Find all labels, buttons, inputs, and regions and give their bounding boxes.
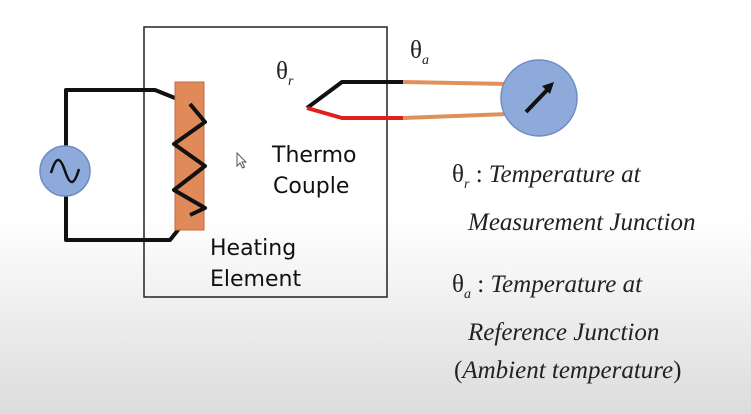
ac-source — [39, 145, 91, 197]
theta-r-symbol: θ — [276, 58, 288, 85]
thermocouple-wire-red — [306, 106, 403, 120]
legend-theta-a-line2: Reference Junction — [452, 314, 681, 352]
mouse-pointer-icon — [236, 152, 248, 169]
legend-theta-a-desc3: Ambient temperature — [462, 357, 674, 384]
source-wire-bottom — [64, 192, 192, 242]
heater-coil — [172, 102, 207, 217]
legend-theta-r-symbol: θr — [452, 161, 470, 192]
legend-theta-r: θr : Temperature at Measurement Junction — [452, 156, 695, 242]
heating-element — [172, 81, 207, 231]
source-wire-top — [64, 88, 191, 150]
legend-theta-a: θa : Temperature at Reference Junction (… — [452, 266, 681, 390]
legend-theta-r-desc1: Temperature at — [488, 161, 641, 188]
enclosure-box — [143, 26, 388, 298]
heating-element-label: Heating Element — [210, 233, 301, 295]
thermocouple-label: Thermo Couple — [272, 140, 356, 202]
legend-theta-a-desc1: Temperature at — [490, 271, 643, 298]
legend-theta-a-symbol: θa — [452, 271, 471, 302]
theta-a-subscript: a — [421, 53, 429, 68]
legend-theta-a-separator: : — [477, 271, 485, 298]
extension-wire-bottom — [402, 112, 509, 120]
thermocouple-label-line2: Couple — [273, 174, 350, 199]
legend-theta-r-line1: θr : Temperature at — [452, 156, 695, 204]
meter — [500, 59, 578, 137]
theta-a-label: θa — [410, 37, 429, 69]
sine-wave-icon — [49, 158, 81, 184]
theta-r-subscript: r — [287, 74, 294, 89]
theta-a-symbol: θ — [410, 37, 422, 64]
theta-r-label: θr — [276, 58, 293, 90]
heating-element-label-line2: Element — [210, 267, 302, 292]
legend-theta-r-desc2: Measurement Junction — [468, 209, 696, 236]
extension-wire-top — [402, 80, 511, 86]
legend-theta-r-separator: : — [475, 161, 483, 188]
heating-element-label-line1: Heating — [210, 236, 297, 261]
legend-theta-a-desc2: Reference Junction — [468, 319, 660, 346]
arrow-gauge-icon — [524, 82, 554, 114]
thermocouple-label-line1: Thermo — [272, 143, 357, 168]
legend-theta-a-line3: (Ambient temperature) — [454, 357, 682, 384]
legend-theta-r-line2: Measurement Junction — [452, 204, 695, 242]
legend-theta-a-line1: θa : Temperature at — [452, 266, 681, 314]
thermocouple-wire-black — [305, 80, 403, 110]
